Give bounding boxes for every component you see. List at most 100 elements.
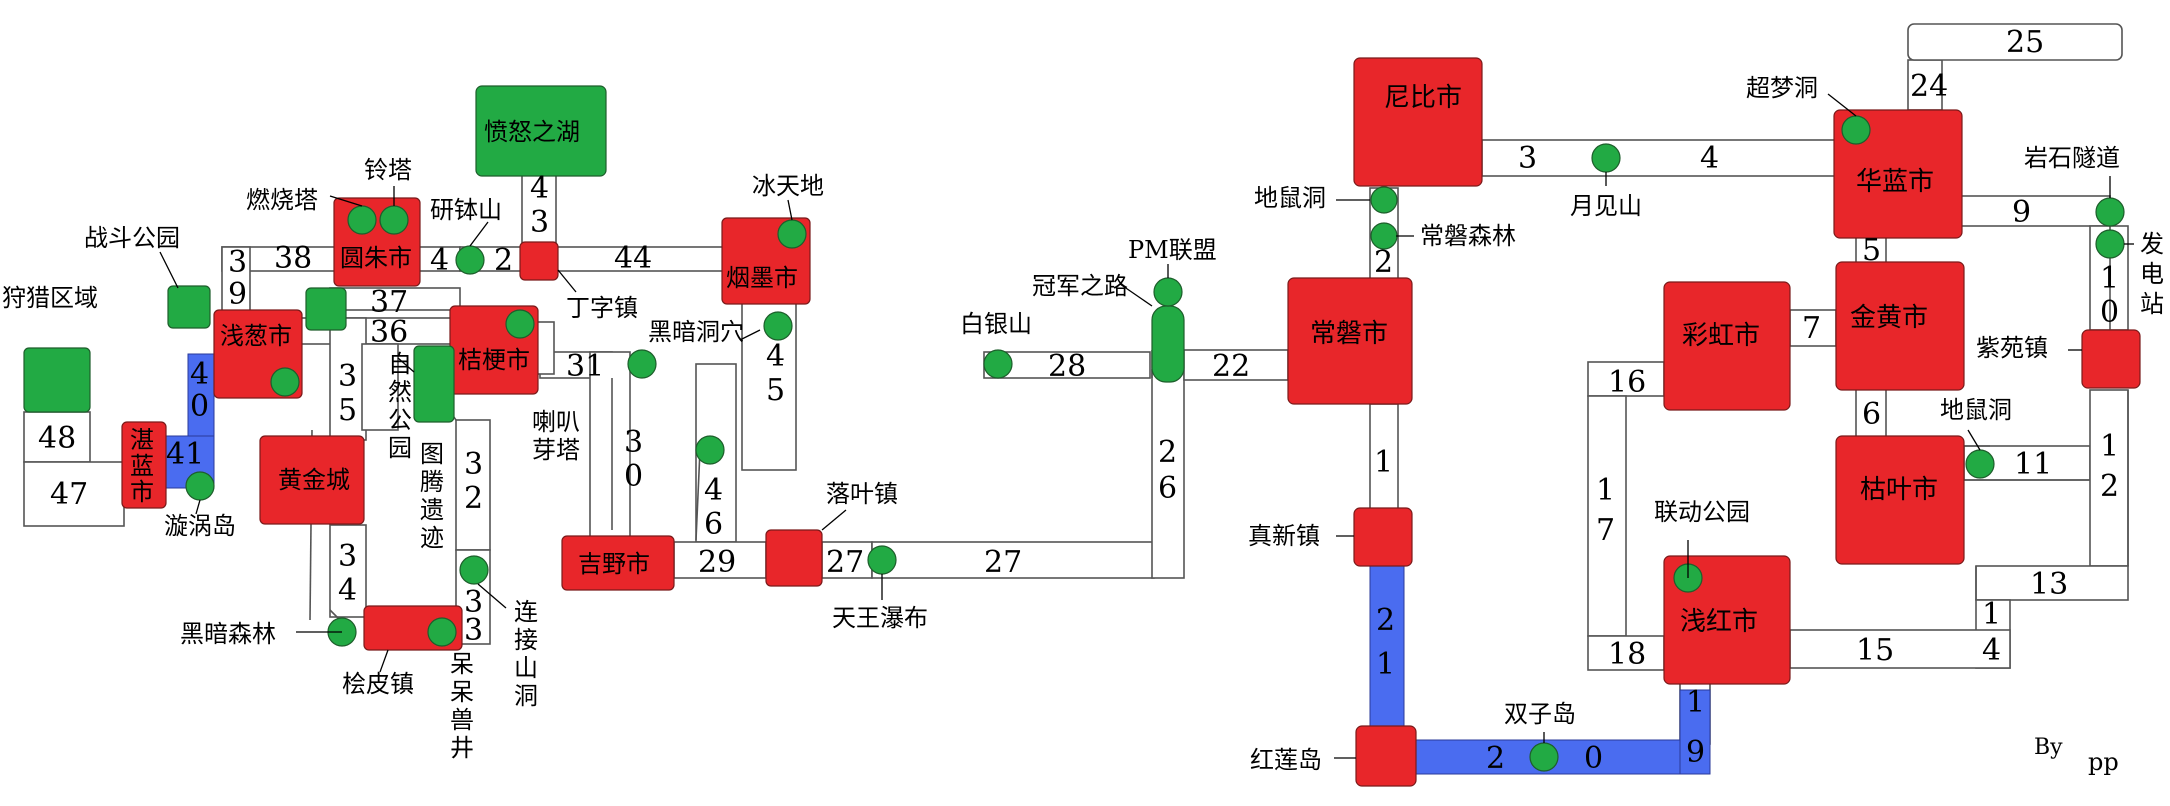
marker-yanbo[interactable] [455,245,485,275]
route-num-34-top: 3 [338,539,357,574]
label-laba-1: 喇叭 [532,408,580,436]
route-27a[interactable] [821,541,873,579]
route-25[interactable] [1907,23,2123,61]
label-ziyuan: 紫苑镇 [1976,334,2048,362]
marker-daidai[interactable] [427,617,457,647]
water-route-19[interactable] [1679,689,1711,775]
label-dishu2: 地鼠洞 [1940,396,2012,424]
city-label-nibi: 尼比市 [1384,83,1462,113]
route-num-33-bot: 3 [464,613,483,648]
route-22[interactable] [1183,349,1289,381]
city-label-qiancong: 浅葱市 [220,322,292,350]
route-48[interactable] [23,411,91,463]
city-zhanlan[interactable] [121,421,167,509]
marker-bingtian[interactable] [777,219,807,249]
route-num-47: 47 [50,477,88,512]
route-27b[interactable] [871,541,1155,579]
route-num-12-bot: 2 [2100,469,2119,504]
area-ziran[interactable] [305,287,347,331]
area-tuteng[interactable] [413,345,455,423]
route-39[interactable] [221,246,251,316]
route-15[interactable] [1789,629,2011,669]
route-num-40-bot: 0 [190,389,209,424]
route-num-45-top: 4 [766,339,785,374]
marker-heian-dong3[interactable] [695,435,725,465]
route-18[interactable] [1587,635,1665,671]
route-9[interactable] [1959,195,2111,227]
label-lingta: 铃塔 [364,156,412,184]
city-nibi[interactable] [1353,57,1483,187]
route-num-9: 9 [2012,195,2031,230]
city-caihong[interactable] [1663,281,1791,411]
leader-lines [159,93,2134,759]
marker-fadian[interactable] [2095,229,2125,259]
marker-lingta[interactable] [379,205,409,235]
label-shoulie: 狩猎区域 [2,284,98,312]
city-hualan[interactable] [1833,109,1963,239]
vertical-place-labels: 自 然 公 园 图 腾 遗 迹 喇叭 芽塔 连 接 山 洞 呆 呆 兽 井 发 … [388,230,2164,762]
label-guipi: 桧皮镇 [342,670,414,698]
route-corner-ziran [361,343,399,431]
label-liandong: 联动公园 [1654,498,1750,526]
lake-fennu[interactable] [475,85,607,177]
city-zhenxin[interactable] [1353,507,1413,567]
city-jinhuang[interactable] [1835,261,1965,391]
city-yuanzhu[interactable] [333,197,421,287]
city-changpan[interactable] [1287,277,1413,405]
route-num-13: 13 [2030,567,2068,602]
city-luoye[interactable] [765,529,823,587]
marker-heian-dong[interactable] [627,349,657,379]
area-guanjun[interactable] [1151,305,1185,383]
city-ziyuan[interactable] [2081,329,2141,389]
route-5[interactable] [1855,233,1887,265]
marker-yanshi[interactable] [2095,197,2125,227]
route-34[interactable] [329,524,367,618]
label-tuteng-4: 迹 [420,524,444,552]
city-kuye[interactable] [1835,435,1965,565]
marker-ranshao[interactable] [347,205,377,235]
marker-shuangzi[interactable] [1529,742,1559,772]
city-label-kuye: 枯叶市 [1860,475,1938,505]
route-num-30-bot: 0 [624,459,643,494]
area-zhandou[interactable] [167,285,211,329]
label-lianjie-2: 接 [514,626,538,654]
marker-baiyin[interactable] [983,349,1013,379]
route-12[interactable] [2089,389,2129,567]
marker-yuejian[interactable] [1591,143,1621,173]
route-30[interactable] [589,351,631,539]
marker-tianwang[interactable] [867,545,897,575]
label-honglian: 红莲岛 [1250,746,1322,774]
city-label-jiegeng: 桔梗市 [458,346,530,374]
marker-pm[interactable] [1153,277,1183,307]
label-zhandou: 战斗公园 [84,224,180,252]
marker-qiancong-spot[interactable] [270,367,300,397]
city-dingzi[interactable] [519,241,559,281]
city-jiye[interactable] [561,535,675,591]
route-num-37: 37 [370,285,408,320]
marker-dishu1[interactable] [1370,186,1398,214]
marker-chaomeng[interactable] [1841,115,1871,145]
route-17[interactable] [1587,395,1627,637]
route-num-19-top: 1 [1686,685,1705,720]
marker-jiegeng-spot[interactable] [505,309,535,339]
area-shoulie[interactable] [23,347,91,413]
city-label-qianhong: 浅红市 [1680,607,1758,637]
city-huangjin[interactable] [259,435,365,525]
label-yanbo: 研钵山 [430,196,502,224]
label-tuteng-1: 图 [420,440,444,468]
route-16[interactable] [1587,361,1665,397]
label-daidai-3: 兽 [450,706,474,734]
route-32[interactable] [455,419,491,551]
route-num-39-bot: 9 [228,277,247,312]
label-tuteng-2: 腾 [420,468,444,496]
label-changpan-sen: 常磐森林 [1420,222,1516,250]
route-47[interactable] [23,461,125,527]
city-honglian[interactable] [1355,725,1417,787]
marker-lianjie[interactable] [459,555,489,585]
marker-xuanwo[interactable] [185,471,215,501]
route-num-15: 15 [1856,633,1894,668]
route-num-17-bot: 7 [1596,513,1615,548]
marker-heian-dong2[interactable] [763,311,793,341]
route-num-45-bot: 5 [766,373,785,408]
marker-dishu2[interactable] [1965,449,1995,479]
